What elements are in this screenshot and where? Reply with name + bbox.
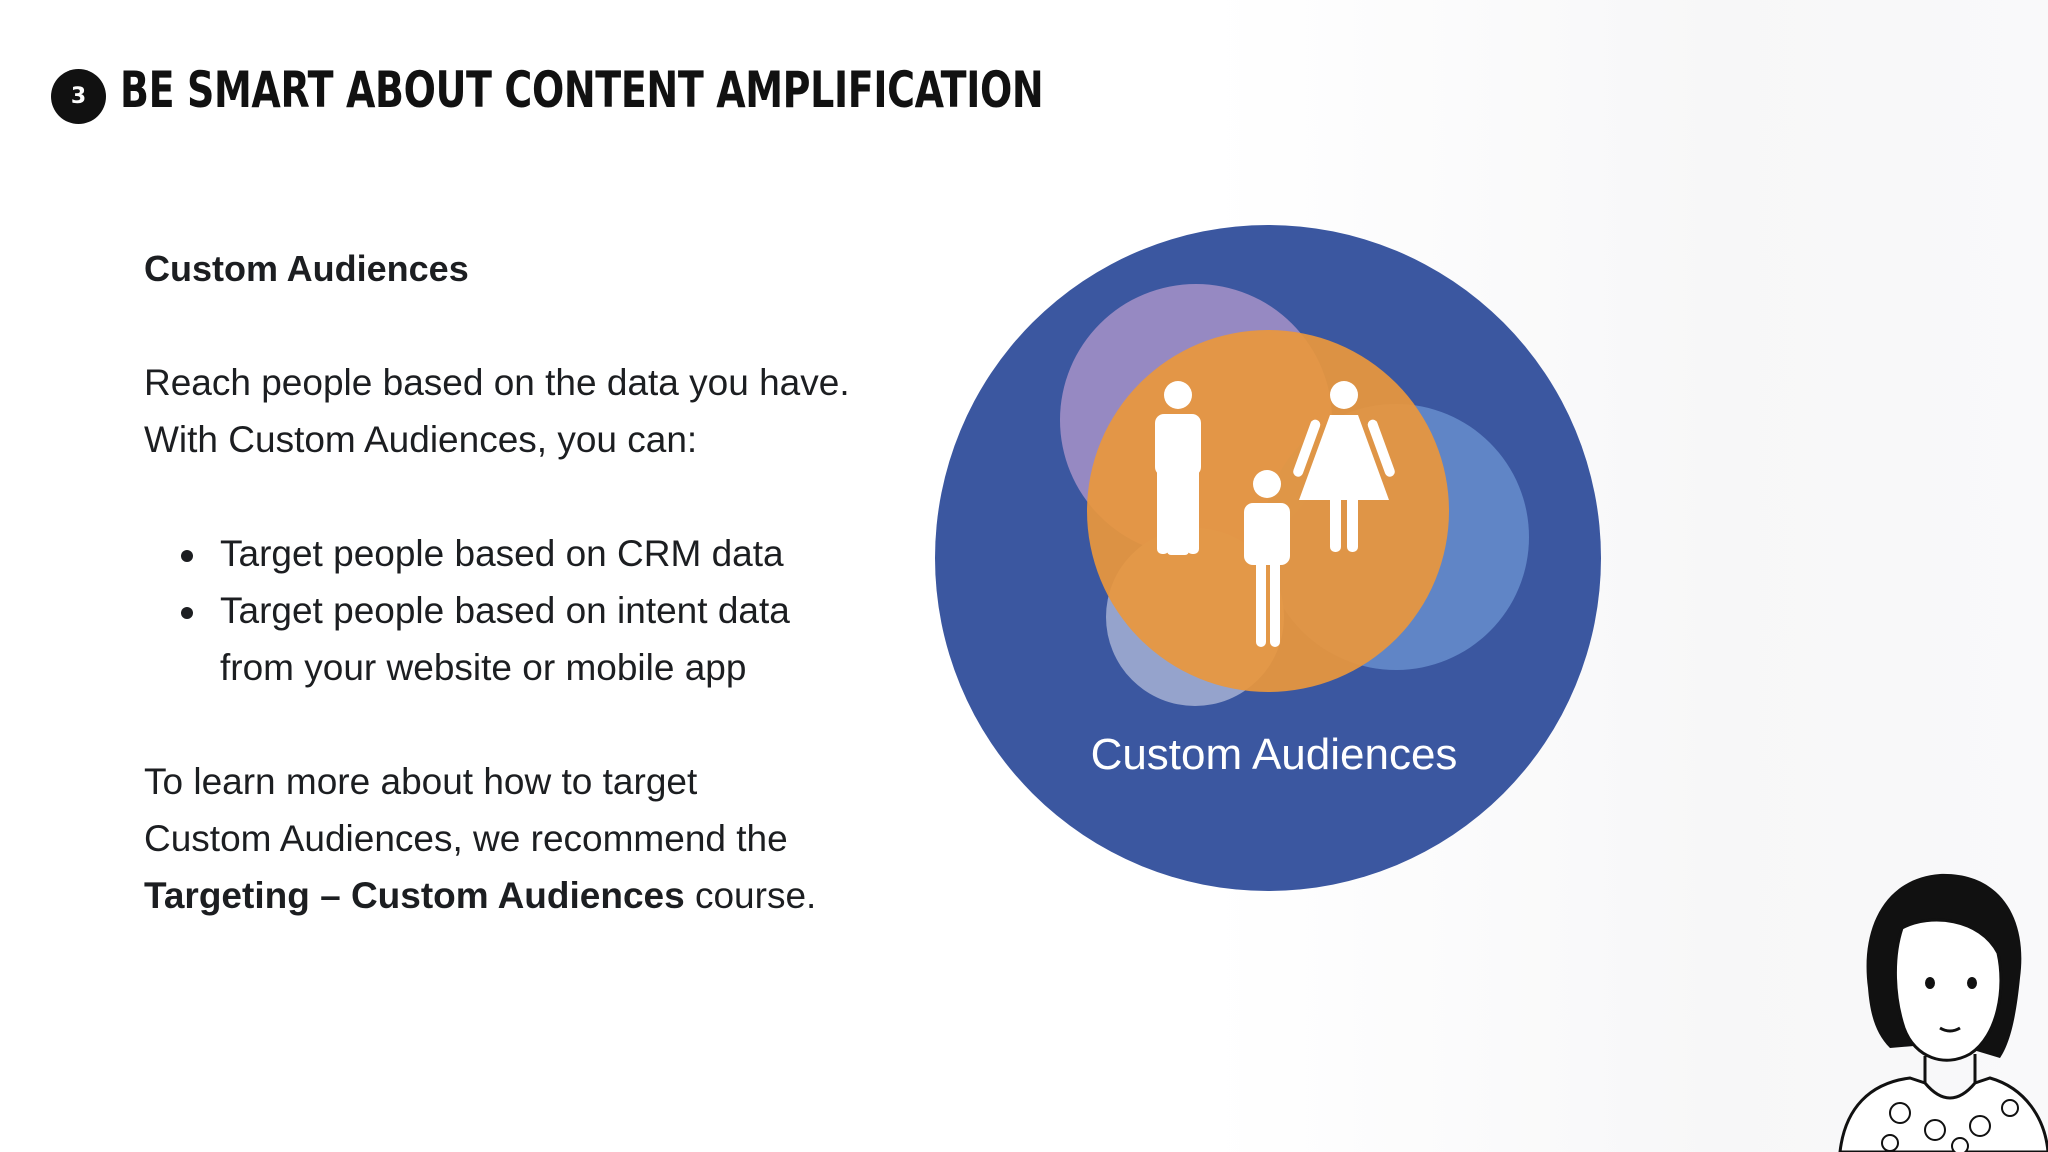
course-suffix: course. xyxy=(684,875,817,916)
child-icon xyxy=(1244,470,1290,647)
graphic-label: Custom Audiences xyxy=(1091,730,1458,779)
text-column: Custom Audiences Reach people based on t… xyxy=(144,240,884,924)
bullet-dot xyxy=(181,607,193,619)
step-number: 3 xyxy=(70,84,87,109)
right-eye xyxy=(1967,977,1977,989)
presenter-avatar-illustration xyxy=(1838,873,2048,1152)
intro-line: With Custom Audiences, you can: xyxy=(144,419,698,460)
outro-paragraph: To learn more about how to target Custom… xyxy=(144,753,884,924)
neck xyxy=(1923,1054,1977,1083)
bullet-list: Target people based on CRM data Target p… xyxy=(144,525,884,696)
outro-line: Targeting – Custom Audiences course. xyxy=(144,867,884,924)
bullet-text: Target people based on CRM data xyxy=(220,533,784,574)
woman-icon xyxy=(1293,381,1395,552)
step-number-badge: 3 xyxy=(51,69,106,124)
bullet-item: Target people based on CRM data xyxy=(181,525,884,582)
slide-title: BE SMART ABOUT CONTENT AMPLIFICATION xyxy=(120,61,1044,119)
man-icon xyxy=(1155,381,1201,555)
torso-shape xyxy=(1838,1076,2048,1152)
left-eye xyxy=(1925,977,1935,989)
mouth xyxy=(1939,1026,1961,1033)
bullet-text: Target people based on intent data from … xyxy=(220,590,790,688)
outro-line: Custom Audiences, we recommend the xyxy=(144,818,788,859)
outro-line: To learn more about how to target xyxy=(144,761,698,802)
face-shape xyxy=(1893,918,2003,1062)
intro-paragraph: Reach people based on the data you have.… xyxy=(144,354,884,468)
course-name: Targeting – Custom Audiences xyxy=(144,875,685,916)
intro-line: Reach people based on the data you have. xyxy=(144,362,850,403)
bullet-item: Target people based on intent data from … xyxy=(181,582,820,696)
dress-pattern xyxy=(1881,1099,2019,1152)
custom-audiences-graphic: Custom Audiences xyxy=(935,225,1601,891)
bullet-dot xyxy=(181,550,193,562)
section-heading: Custom Audiences xyxy=(144,248,469,289)
